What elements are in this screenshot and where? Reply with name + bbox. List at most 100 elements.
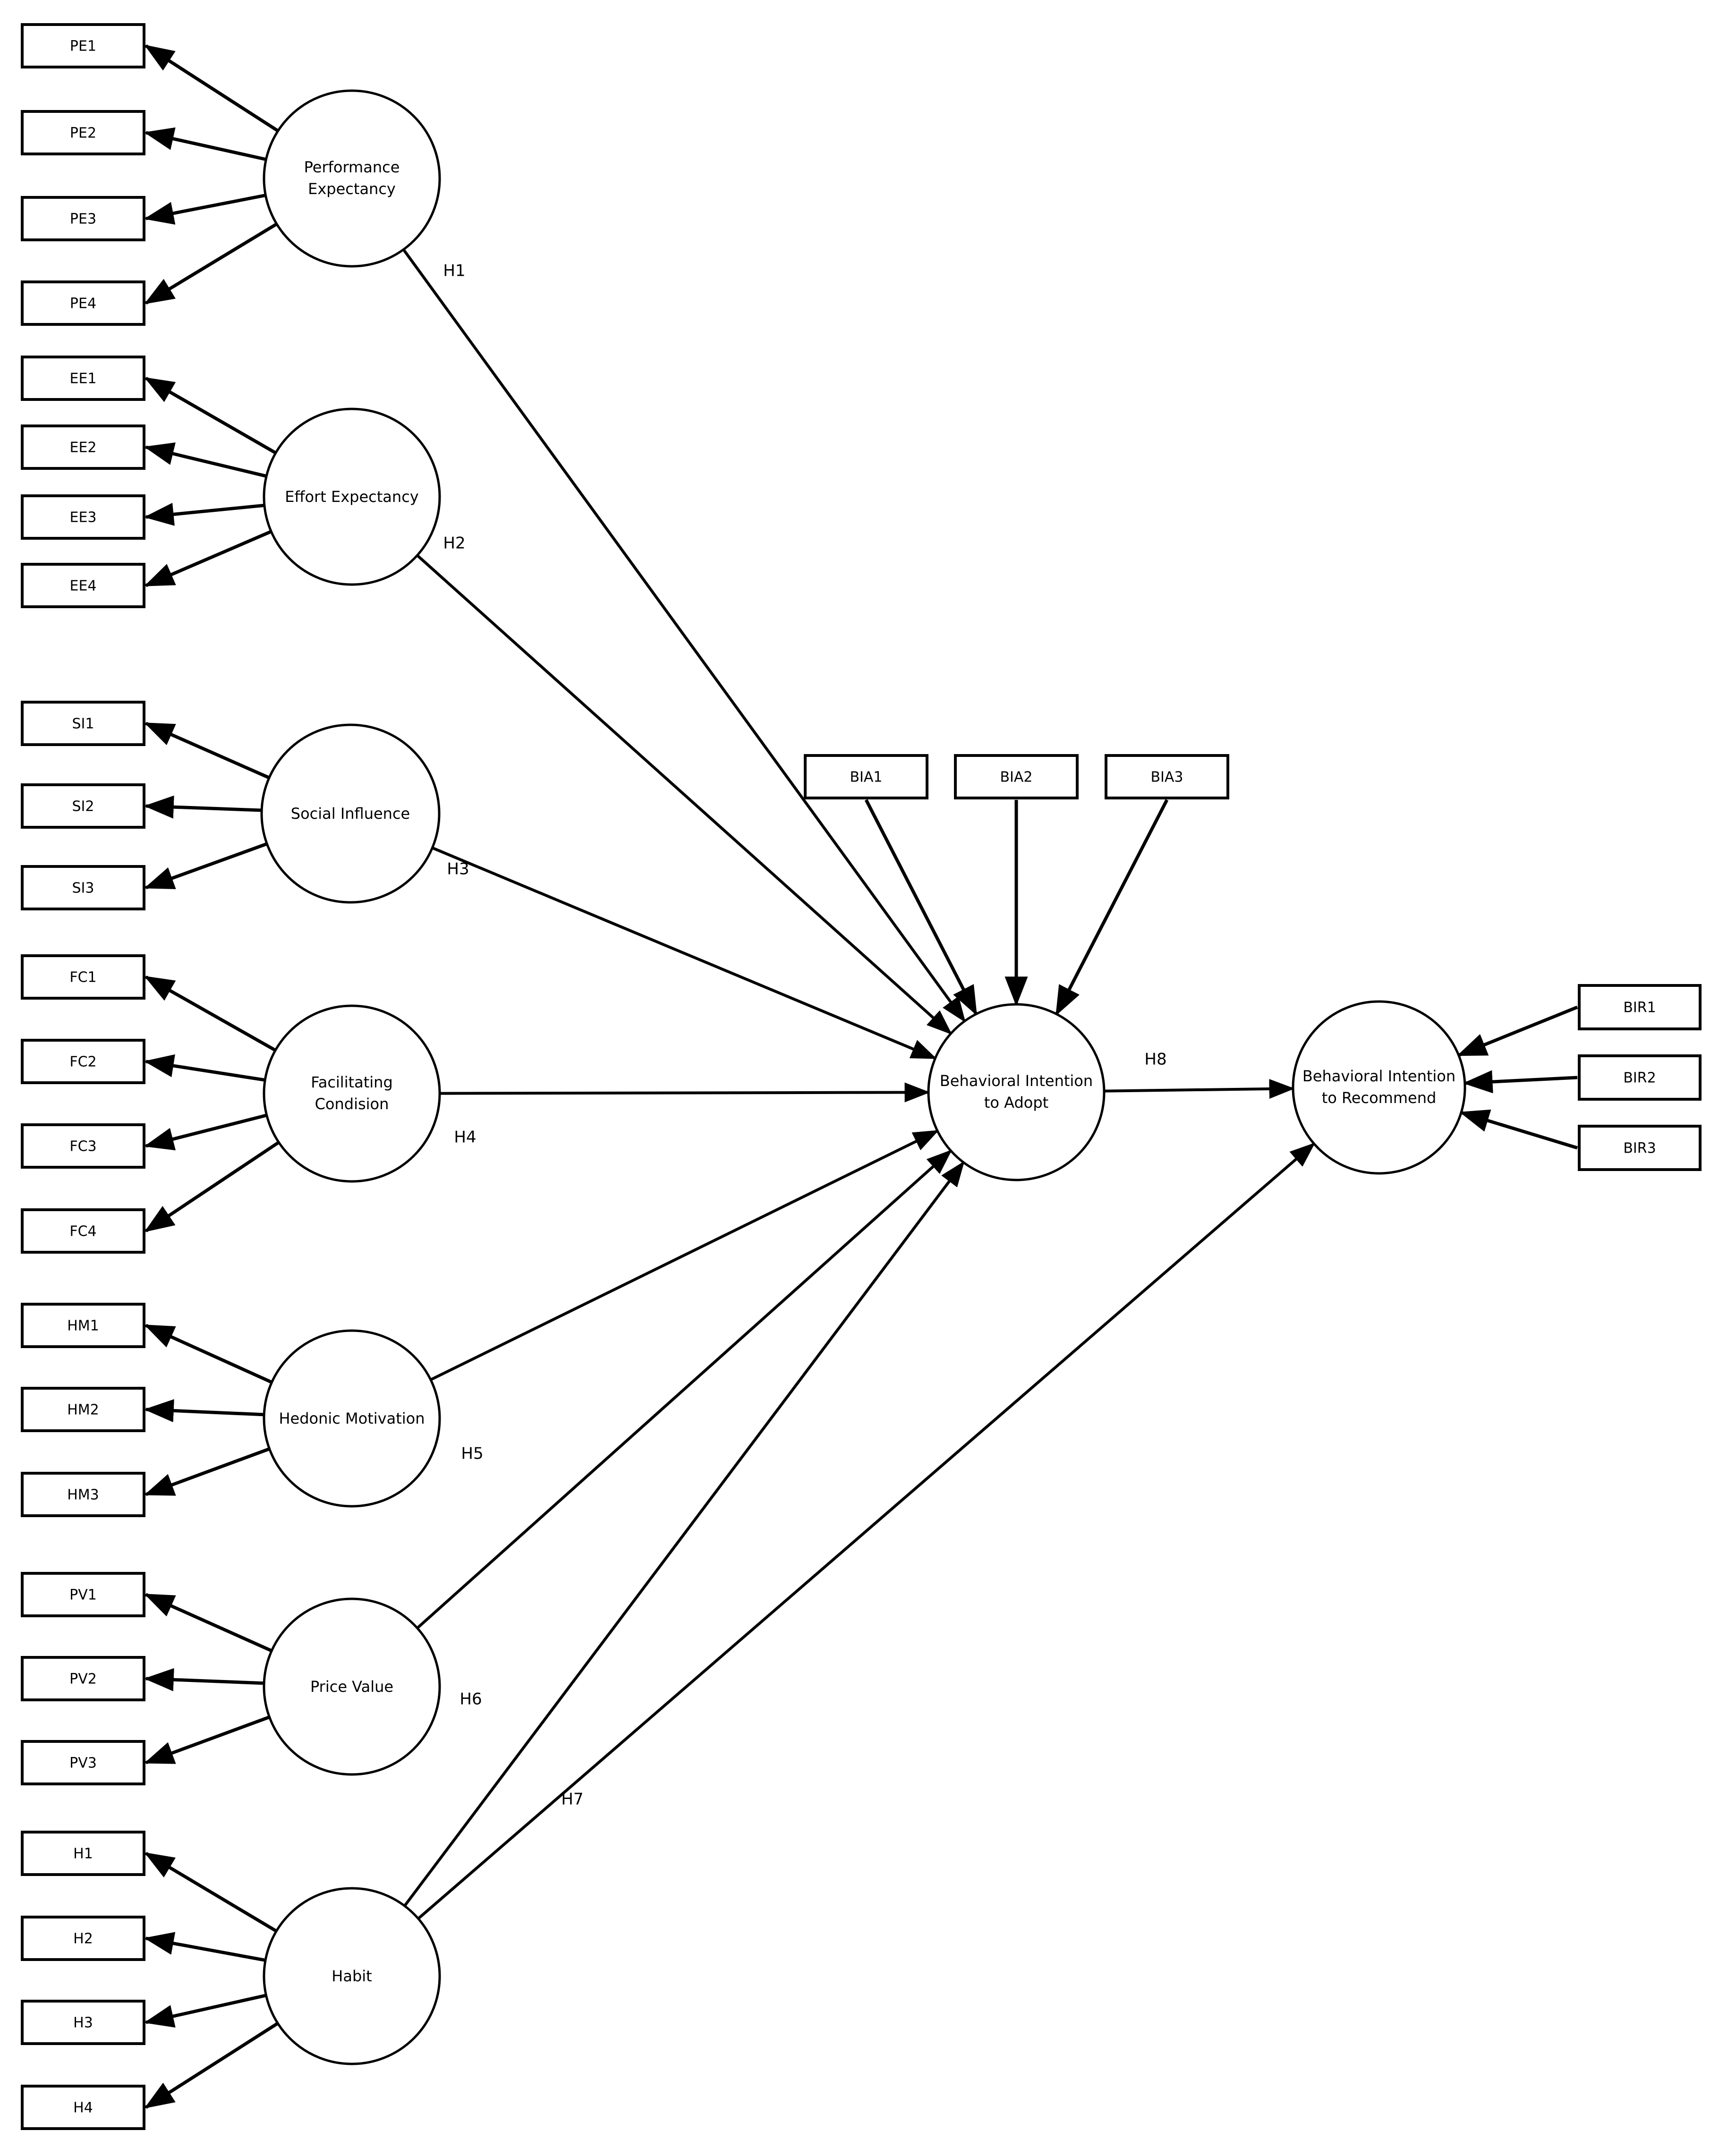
indicator-label-EE2: EE2 <box>70 440 97 456</box>
indicator-box-PE2[interactable] <box>21 110 145 155</box>
indicator-FC1[interactable]: FC1 <box>21 954 145 1000</box>
indicator-PV1[interactable]: PV1 <box>21 1572 145 1617</box>
construct-ellipse-BIA[interactable] <box>927 1003 1106 1181</box>
indicator-label-PE3: PE3 <box>70 211 96 228</box>
indicator-BIA3[interactable]: BIA3 <box>1105 754 1229 799</box>
indicator-box-PV3[interactable] <box>21 1740 145 1785</box>
construct-ellipse-HB[interactable] <box>263 1887 441 2065</box>
construct-ellipse-BIR[interactable] <box>1292 1000 1466 1175</box>
construct-label-PE-line1: Performance <box>304 158 400 176</box>
construct-EE[interactable] <box>263 407 441 586</box>
indicator-PV2[interactable]: PV2 <box>21 1656 145 1701</box>
indicator-FC2[interactable]: FC2 <box>21 1039 145 1084</box>
indicator-box-FC3[interactable] <box>21 1123 145 1169</box>
construct-HB[interactable] <box>263 1887 441 2065</box>
indicator-BIR3[interactable]: BIR3 <box>1578 1125 1702 1171</box>
indicator-label-EE4: EE4 <box>70 578 97 594</box>
indicator-box-SI3[interactable] <box>21 865 145 910</box>
indicator-box-FC4[interactable] <box>21 1208 145 1254</box>
indicator-EE2[interactable]: EE2 <box>21 424 145 470</box>
construct-label-PV: Price Value <box>310 1678 393 1696</box>
structural-path-H1 <box>402 248 966 1023</box>
indicator-BIA2[interactable]: BIA2 <box>954 754 1079 799</box>
indicator-box-H4[interactable] <box>21 2085 145 2130</box>
indicator-SI1[interactable]: SI1 <box>21 701 145 746</box>
indicator-PE2[interactable]: PE2 <box>21 110 145 155</box>
indicator-HM3[interactable]: HM3 <box>21 1472 145 1517</box>
indicator-HM1[interactable]: HM1 <box>21 1303 145 1348</box>
construct-FC[interactable] <box>263 1004 441 1183</box>
indicator-box-BIA3[interactable] <box>1105 754 1229 799</box>
indicator-box-BIR3[interactable] <box>1578 1125 1702 1171</box>
construct-PE[interactable] <box>263 89 441 268</box>
loading-path-H4 <box>144 2022 279 2109</box>
indicator-H1[interactable]: H1 <box>21 1831 145 1876</box>
indicator-box-EE2[interactable] <box>21 424 145 470</box>
construct-BIR[interactable] <box>1292 1000 1466 1175</box>
indicator-H2[interactable]: H2 <box>21 1916 145 1961</box>
indicator-label-HM2: HM2 <box>67 1402 99 1418</box>
loading-path-BIR3 <box>1459 1109 1578 1150</box>
construct-PV[interactable] <box>263 1597 441 1776</box>
construct-ellipse-HM[interactable] <box>263 1329 441 1508</box>
loading-path-BIR1 <box>1456 1005 1578 1057</box>
indicator-PE1[interactable]: PE1 <box>21 23 145 68</box>
indicator-box-PE1[interactable] <box>21 23 145 68</box>
construct-SI[interactable] <box>260 723 441 904</box>
indicator-box-BIA2[interactable] <box>954 754 1079 799</box>
hypothesis-label-H2: H2 <box>443 534 465 553</box>
indicator-box-BIR1[interactable] <box>1578 984 1702 1030</box>
construct-ellipse-EE[interactable] <box>263 407 441 586</box>
indicator-box-PE4[interactable] <box>21 280 145 326</box>
indicator-box-PV2[interactable] <box>21 1656 145 1701</box>
indicator-box-SI2[interactable] <box>21 783 145 829</box>
indicator-box-HM1[interactable] <box>21 1303 145 1348</box>
construct-ellipse-PV[interactable] <box>263 1597 441 1776</box>
indicator-box-H3[interactable] <box>21 2000 145 2045</box>
indicator-BIR1[interactable]: BIR1 <box>1578 984 1702 1030</box>
indicator-box-H2[interactable] <box>21 1916 145 1961</box>
structural-path-HB-BIA <box>403 1161 965 1907</box>
indicator-EE4[interactable]: EE4 <box>21 563 145 608</box>
indicator-SI3[interactable]: SI3 <box>21 865 145 910</box>
indicator-box-EE1[interactable] <box>21 356 145 401</box>
indicator-FC3[interactable]: FC3 <box>21 1123 145 1169</box>
indicator-box-EE4[interactable] <box>21 563 145 608</box>
indicator-box-HM2[interactable] <box>21 1387 145 1432</box>
indicator-EE3[interactable]: EE3 <box>21 494 145 540</box>
indicator-EE1[interactable]: EE1 <box>21 356 145 401</box>
construct-ellipse-PE[interactable] <box>263 89 441 268</box>
indicator-FC4[interactable]: FC4 <box>21 1208 145 1254</box>
indicator-label-FC4: FC4 <box>69 1223 96 1240</box>
hypothesis-label-H6: H6 <box>460 1690 482 1709</box>
indicator-box-SI1[interactable] <box>21 701 145 746</box>
indicator-H3[interactable]: H3 <box>21 2000 145 2045</box>
indicator-H4[interactable]: H4 <box>21 2085 145 2130</box>
indicator-HM2[interactable]: HM2 <box>21 1387 145 1432</box>
indicator-box-PV1[interactable] <box>21 1572 145 1617</box>
structural-path-H4 <box>439 1082 930 1103</box>
indicator-box-FC2[interactable] <box>21 1039 145 1084</box>
indicator-label-SI1: SI1 <box>72 716 94 732</box>
indicator-box-HM3[interactable] <box>21 1472 145 1517</box>
structural-path-H7 <box>417 1142 1316 1920</box>
indicator-PV3[interactable]: PV3 <box>21 1740 145 1785</box>
construct-ellipse-FC[interactable] <box>263 1004 441 1183</box>
loading-path-HM1 <box>144 1324 272 1384</box>
construct-HM[interactable] <box>263 1329 441 1508</box>
loading-path-EE1 <box>144 376 277 455</box>
indicator-box-BIR2[interactable] <box>1578 1054 1702 1101</box>
indicator-box-BIA1[interactable] <box>804 754 928 799</box>
indicator-box-FC1[interactable] <box>21 954 145 1000</box>
indicator-box-PE3[interactable] <box>21 196 145 241</box>
indicator-box-EE3[interactable] <box>21 494 145 540</box>
indicator-BIA1[interactable]: BIA1 <box>804 754 928 799</box>
indicator-PE3[interactable]: PE3 <box>21 196 145 241</box>
construct-BIA[interactable] <box>927 1003 1106 1181</box>
indicator-PE4[interactable]: PE4 <box>21 280 145 326</box>
indicator-BIR2[interactable]: BIR2 <box>1578 1054 1702 1101</box>
indicator-box-H1[interactable] <box>21 1831 145 1876</box>
indicator-SI2[interactable]: SI2 <box>21 783 145 829</box>
construct-ellipse-SI[interactable] <box>260 723 441 904</box>
